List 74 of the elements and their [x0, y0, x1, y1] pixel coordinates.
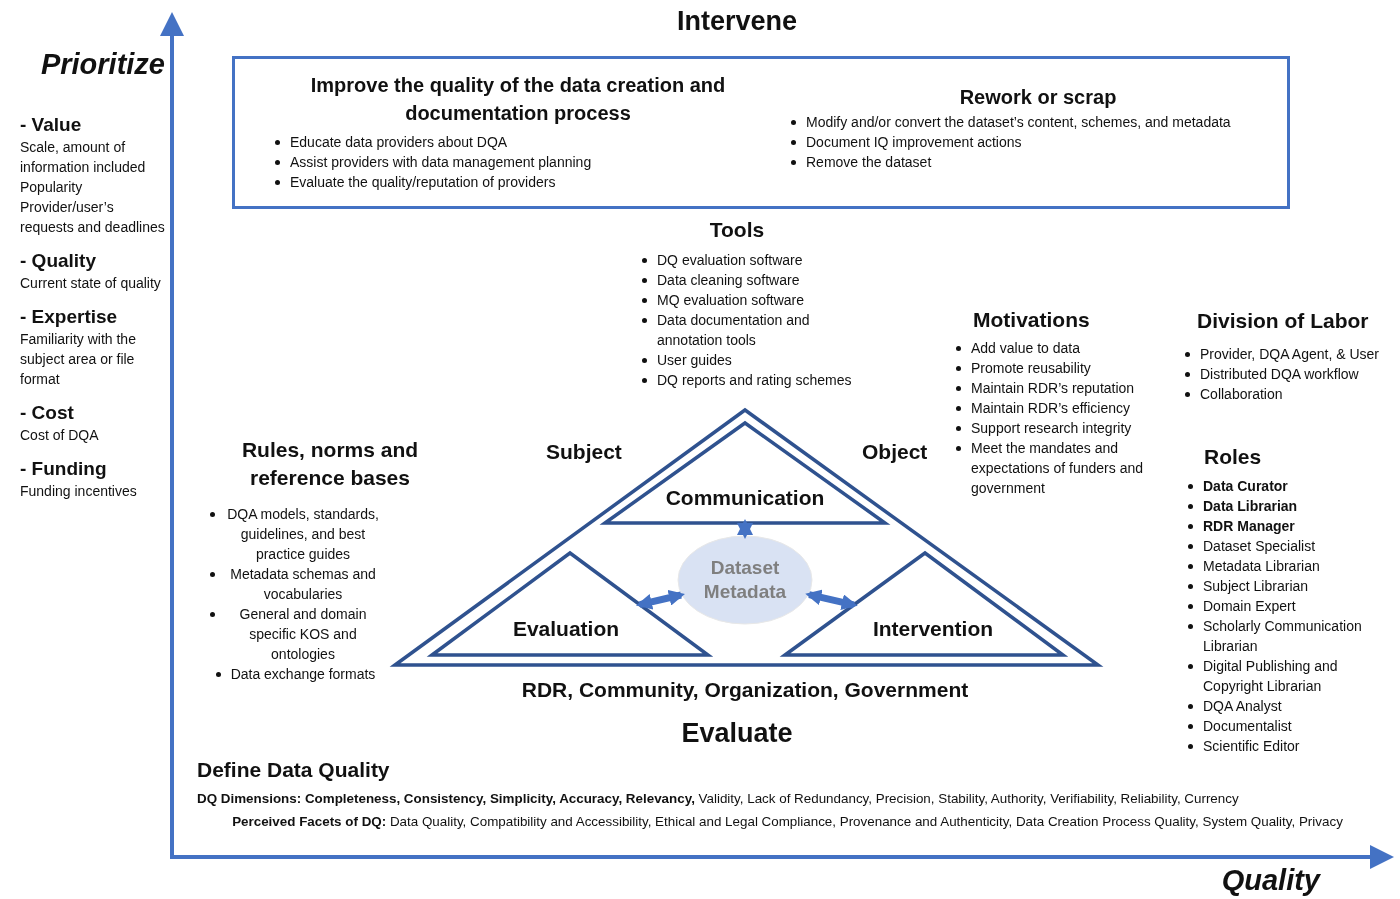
section-heading: Rework or scrap	[958, 85, 1118, 110]
bullet-item: Maintain RDR’s reputation	[971, 379, 1135, 398]
bullet-item: Remove the dataset	[806, 153, 932, 172]
bullet-item: Add value to data	[971, 339, 1080, 358]
criterion-heading: - Funding	[20, 457, 108, 481]
double-arrow	[635, 589, 685, 610]
bullet-item: Assist providers with data management planning	[290, 153, 592, 172]
criterion-heading: - Value	[20, 113, 83, 137]
bullet-item: Data exchange formats	[230, 665, 376, 684]
bullet-item: Metadata schemas and vocabularies	[229, 565, 377, 604]
axis-label: Quality	[1220, 863, 1320, 898]
section-heading: Roles	[1204, 444, 1263, 470]
bullet-item: Scientific Editor	[1203, 737, 1300, 756]
bullet-item: User guides	[657, 351, 732, 370]
ellipse-label: Dataset Metadata	[702, 556, 788, 604]
title: Intervene	[675, 5, 799, 38]
bullet-item: DQA Analyst	[1203, 697, 1282, 716]
definition-text: DQ Dimensions: Completeness, Consistency, Simplicity, Accuracy, Relevancy, Validity, Lack of Redundancy, Precision, Stability, Authority, Verifiability, Reliability, Currency	[197, 790, 1240, 808]
bullet-item: MQ evaluation software	[657, 291, 805, 310]
bullet-item: Scholarly Communication Librarian	[1203, 617, 1363, 656]
bullet-item: Subject Librarian	[1203, 577, 1309, 596]
criterion-text: Scale, amount of information included	[20, 138, 147, 177]
section-heading: Improve the quality of the data creation and documentation process	[309, 73, 727, 126]
double-arrow	[737, 519, 753, 539]
bullet-item: Promote reusability	[971, 359, 1091, 378]
side-label: Subject	[546, 439, 622, 465]
bullet-item: Data documentation and annotation tools	[657, 311, 811, 350]
bullet-item: Provider, DQA Agent, & User	[1200, 345, 1379, 364]
bullet-item: Meet the mandates and expectations of funders and government	[971, 439, 1144, 498]
bullet-item: Dataset Specialist	[1203, 537, 1316, 556]
bullet-item: General and domain specific KOS and ontologies	[238, 605, 368, 664]
axis-caption: Evaluate	[680, 717, 794, 750]
bullet-item: Digital Publishing and Copyright Librarian	[1203, 657, 1339, 696]
bullet-item: DQ reports and rating schemes	[657, 371, 852, 390]
criterion-text: Funding incentives	[20, 482, 138, 501]
criterion-text: Current state of quality	[20, 274, 162, 293]
axis-label: Prioritize	[39, 47, 165, 82]
bullet-item: Modify and/or convert the dataset’s content, schemes, and metadata	[806, 113, 1231, 132]
bullet-item: DQ evaluation software	[657, 251, 803, 270]
bullet-item: RDR Manager	[1203, 517, 1295, 536]
bullet-item: Educate data providers about DQA	[290, 133, 508, 152]
bullet-item: DQA models, standards, guidelines, and best practice guides	[226, 505, 380, 564]
side-label: RDR, Community, Organization, Government	[520, 677, 970, 703]
criterion-heading: - Expertise	[20, 305, 119, 329]
section-heading: Division of Labor	[1197, 308, 1370, 334]
triangle-label: Intervention	[871, 616, 995, 642]
triangle-label: Communication	[664, 485, 826, 511]
bullet-item: Data Curator	[1203, 477, 1288, 496]
criterion-text: Cost of DQA	[20, 426, 100, 445]
bullet-item: Maintain RDR’s efficiency	[971, 399, 1130, 418]
double-arrow	[805, 589, 858, 610]
bullet-item: Data cleaning software	[657, 271, 800, 290]
triangle-label: Evaluation	[511, 616, 621, 642]
bullet-item: Support research integrity	[971, 419, 1132, 438]
bullet-item: Document IQ improvement actions	[806, 133, 1022, 152]
criterion-text: Familiarity with the subject area or file format	[20, 330, 137, 389]
criterion-heading: - Cost	[20, 401, 75, 425]
bullet-item: Domain Expert	[1203, 597, 1296, 616]
text-panel	[232, 56, 1290, 209]
bullet-item: Collaboration	[1200, 385, 1283, 404]
definition-text: Perceived Facets of DQ: Data Quality, Compatibility and Accessibility, Ethical and Legal Compliance, Provenance and Authenticity, Data Creation Process Quality, System Quality, Privacy	[231, 813, 1344, 831]
bullet-item: Data Librarian	[1203, 497, 1298, 516]
bullet-item: Metadata Librarian	[1203, 557, 1320, 576]
criterion-heading: - Quality	[20, 249, 97, 273]
section-heading: Define Data Quality	[197, 757, 391, 783]
section-heading: Tools	[708, 217, 766, 243]
section-heading: Motivations	[973, 307, 1091, 333]
criterion-text: Provider/user’s requests and deadlines	[20, 198, 166, 237]
bullet-item: Documentalist	[1203, 717, 1292, 736]
criterion-text: Popularity	[20, 178, 84, 197]
bullet-item: Distributed DQA workflow	[1200, 365, 1359, 384]
side-label: Object	[862, 439, 928, 465]
bullet-item: Evaluate the quality/reputation of providers	[290, 173, 556, 192]
section-heading: Rules, norms and reference bases	[240, 437, 420, 491]
